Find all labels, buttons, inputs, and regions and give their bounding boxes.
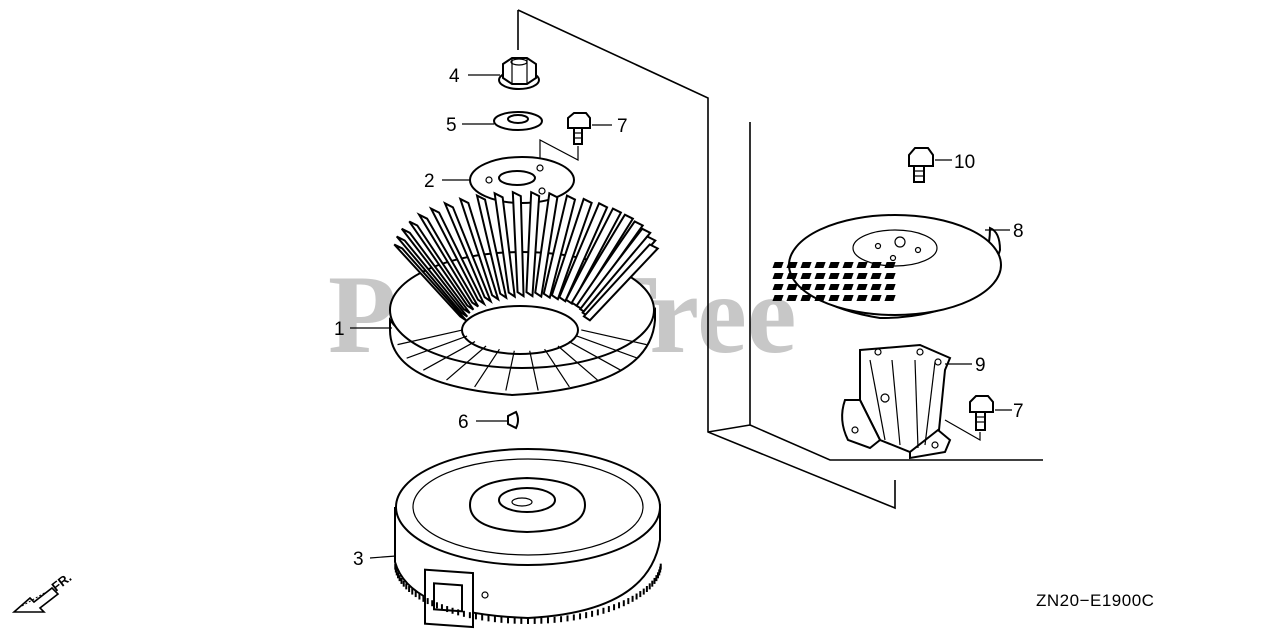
fan-cover-part[interactable] (772, 214, 1002, 320)
fan-blade (400, 227, 471, 314)
cover-slot (842, 284, 854, 290)
front-direction-arrow-icon: FR. (11, 570, 74, 613)
assembly-bracket-lines (517, 9, 1043, 510)
cover-slot (828, 273, 840, 279)
callout-labels: 4 5 7 2 1 6 3 10 8 9 7 (334, 66, 1024, 570)
cover-slot (828, 295, 840, 301)
fan-blade (423, 341, 476, 371)
cover-slot (814, 295, 826, 301)
fan-blade (408, 220, 475, 311)
cover-slot (856, 262, 868, 268)
callout-7-lower: 7 (1013, 401, 1024, 422)
fan-blade (493, 191, 517, 299)
cover-slot (786, 284, 798, 290)
fan-blade (558, 201, 609, 303)
cover-slot (786, 295, 798, 301)
cover-slot (828, 284, 840, 290)
callout-9: 9 (975, 355, 986, 376)
cover-slot (772, 295, 784, 301)
cover-slot (814, 262, 826, 268)
fan-blade (511, 190, 525, 298)
cover-slot (842, 295, 854, 301)
fan-blade (395, 235, 469, 318)
fan-blade (576, 335, 638, 359)
cover-slot (884, 284, 896, 290)
cover-slot (884, 295, 896, 301)
diagram-code: ZN20−E1900C (1036, 591, 1154, 610)
cover-slot (842, 273, 854, 279)
fan-blade (428, 206, 487, 307)
leader-lines (350, 74, 1012, 559)
bolt-lower-part[interactable] (944, 395, 994, 442)
fan-blade (393, 243, 467, 322)
callout-1: 1 (334, 319, 345, 340)
callout-4: 4 (449, 66, 460, 87)
fan-blade (505, 350, 515, 391)
fan-blade (474, 348, 500, 388)
cover-slot (856, 284, 868, 290)
cover-slot (800, 284, 812, 290)
fan-blade (544, 348, 570, 388)
washer-part[interactable] (493, 111, 543, 131)
flywheel-part[interactable] (394, 448, 662, 629)
fan-blade (534, 191, 559, 299)
cover-slot (786, 273, 798, 279)
cover-slot (884, 273, 896, 279)
fan-blade (542, 194, 577, 300)
callout-7-upper: 7 (617, 116, 628, 137)
cover-slot (786, 262, 798, 268)
cover-slot (800, 295, 812, 301)
callout-8: 8 (1013, 221, 1024, 242)
callout-10: 10 (954, 152, 975, 173)
fan-blade (564, 207, 623, 306)
fan-blade (550, 197, 593, 301)
cover-slot (842, 262, 854, 268)
pulley-plate-part[interactable] (469, 156, 575, 204)
bolt-top-right-part[interactable] (908, 147, 934, 183)
cover-slot (772, 273, 784, 279)
fan-blade (525, 190, 541, 298)
fan-blade (406, 335, 468, 359)
fan-blade (397, 329, 463, 346)
fan-blade (475, 193, 508, 300)
flange-nut-part[interactable] (498, 57, 540, 90)
cooling-fan-part[interactable] (389, 190, 660, 397)
fan-blade (582, 243, 660, 322)
fan-blade (442, 201, 493, 304)
callout-3: 3 (353, 549, 364, 570)
woodruff-key-part[interactable] (507, 410, 519, 430)
cover-slot (814, 284, 826, 290)
fan-blade (416, 212, 480, 308)
cover-slot (884, 262, 896, 268)
cover-slot (856, 273, 868, 279)
fan-blade (529, 350, 539, 391)
cover-slot (870, 284, 882, 290)
cover-slot (814, 273, 826, 279)
fan-blade (581, 329, 647, 346)
cover-slot (800, 273, 812, 279)
fan-bracket-part[interactable] (841, 343, 952, 460)
cover-slot (772, 284, 784, 290)
fan-blade (446, 345, 487, 381)
cover-slot (856, 295, 868, 301)
fan-blade (557, 345, 598, 381)
cover-slot (870, 273, 882, 279)
callout-5: 5 (446, 115, 457, 136)
cover-slot (828, 262, 840, 268)
cover-slot (800, 262, 812, 268)
fan-blade (568, 341, 621, 371)
cover-slot (772, 262, 784, 268)
cover-slot (870, 262, 882, 268)
callout-6: 6 (458, 412, 469, 433)
callout-2: 2 (424, 171, 435, 192)
fan-blade (458, 196, 500, 302)
cover-slot (870, 295, 882, 301)
